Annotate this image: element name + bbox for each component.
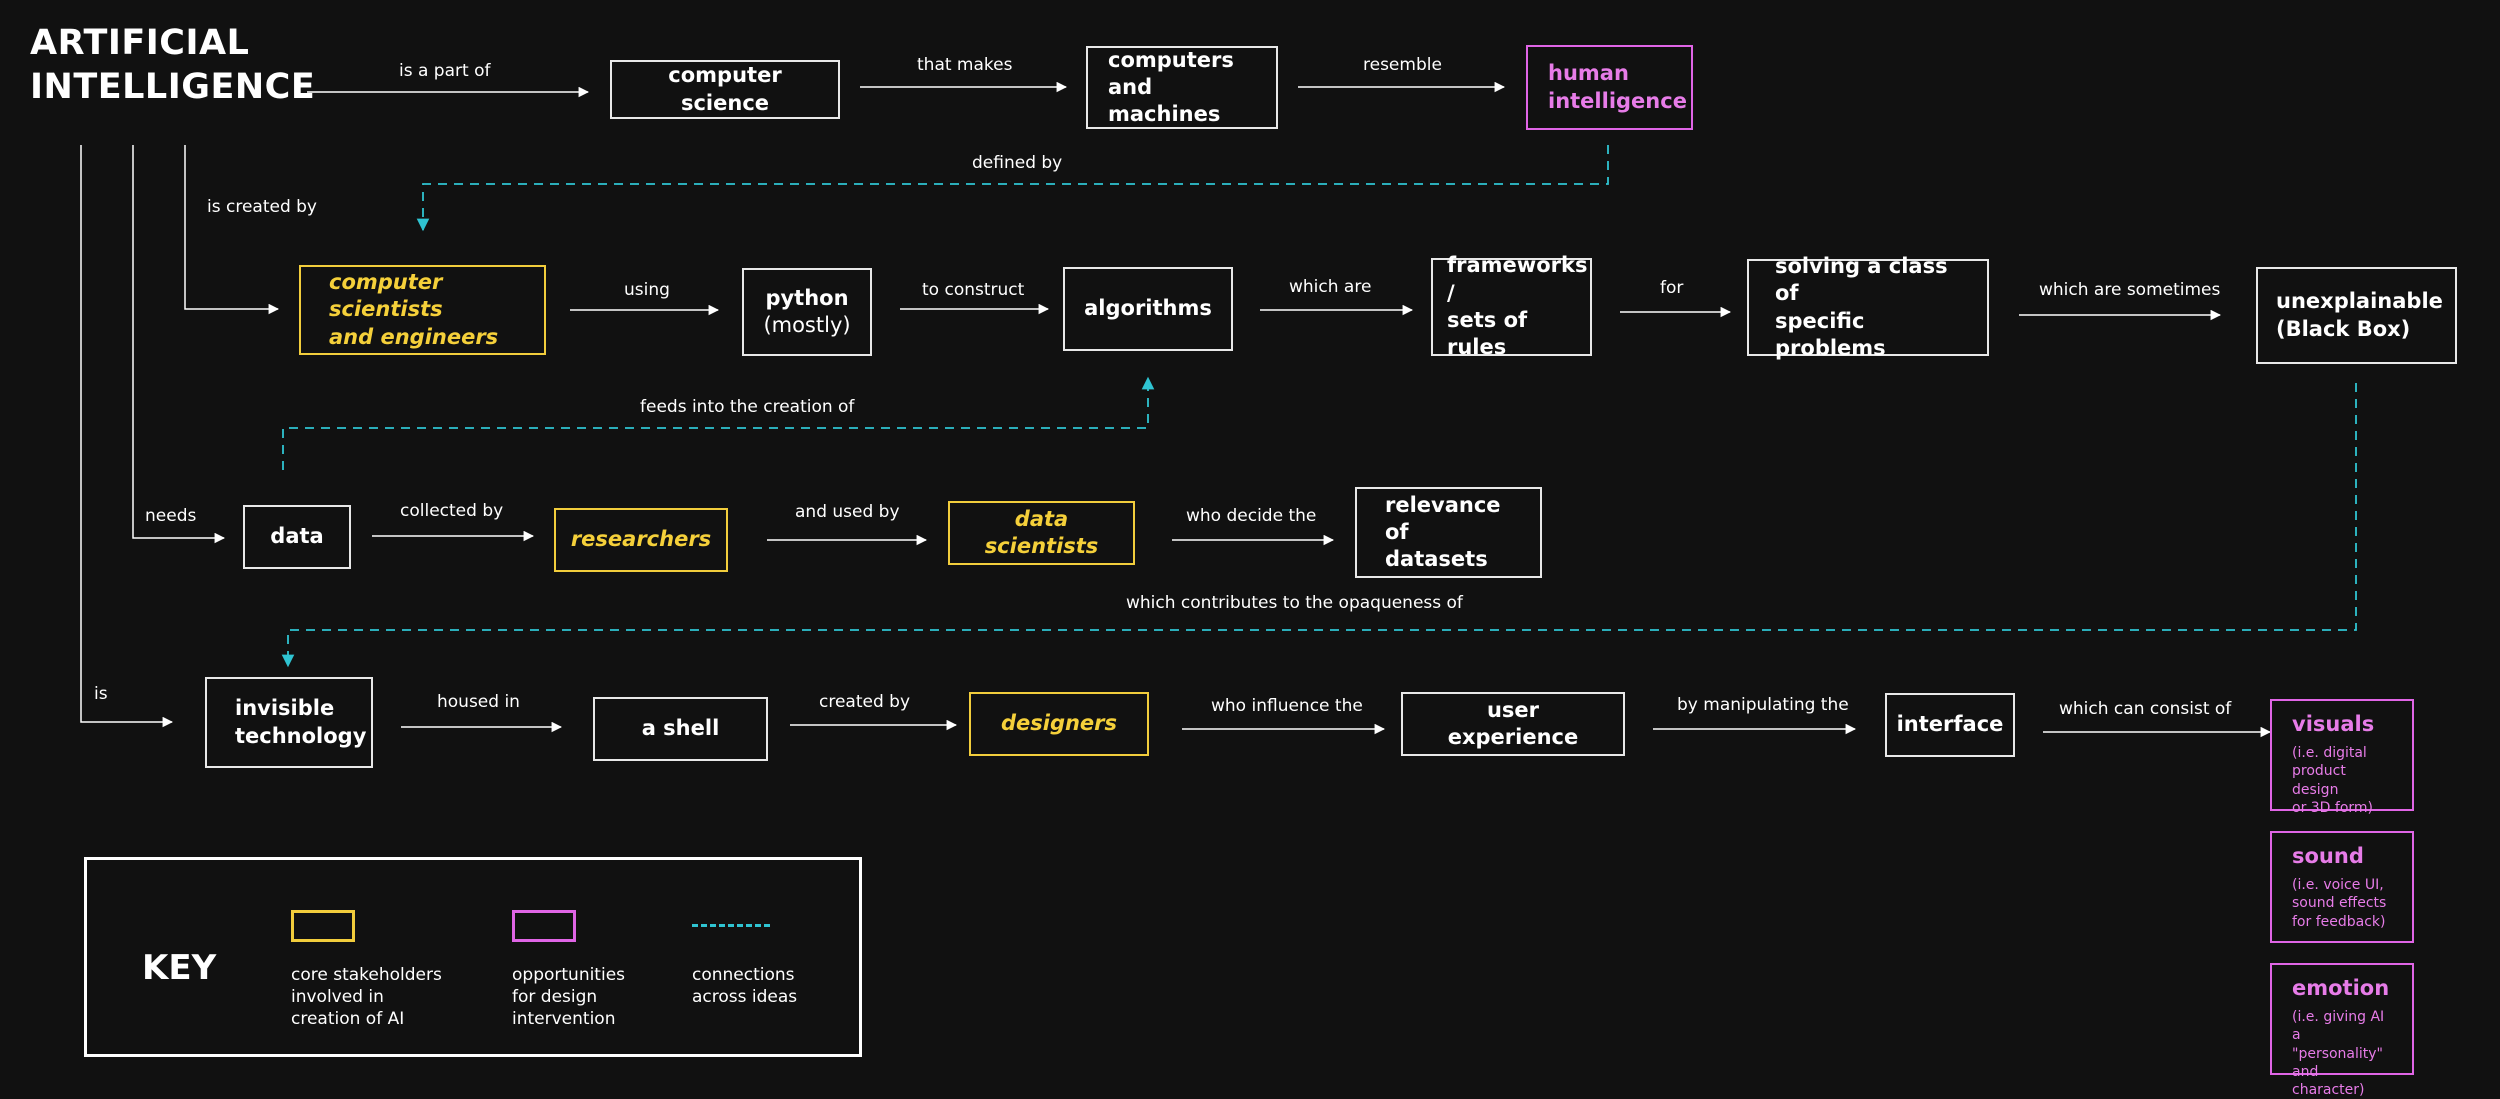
emotion-description: (i.e. giving AI a "personality" and char… — [2292, 1009, 2385, 1099]
dashed-feeds-into — [282, 376, 1155, 470]
arrow-is-created-by — [184, 145, 280, 315]
dashed-line-swatch — [692, 910, 770, 942]
node-frameworks: frameworks / sets of rules — [1431, 253, 1592, 359]
key-stakeholders-text: core stakeholders involved in creation o… — [291, 965, 442, 1030]
node-computer-scientists: computer scientists and engineers — [299, 265, 546, 355]
label-can-consist: which can consist of — [2059, 699, 2232, 719]
node-interface: interface — [1885, 693, 2015, 757]
label-housed-in: housed in — [437, 692, 520, 712]
node-solving-problems: solving a class of specific problems — [1747, 254, 1989, 360]
arrow-needs — [132, 145, 226, 544]
label-that-makes: that makes — [917, 55, 1013, 75]
key-item-connections: connections across ideas — [692, 910, 797, 1008]
label-using: using — [624, 280, 670, 300]
python-label: python — [765, 285, 849, 310]
yellow-swatch — [291, 910, 355, 942]
node-unexplainable: unexplainable (Black Box) — [2256, 267, 2457, 364]
label-is-part-of: is a part of — [399, 61, 491, 81]
diagram-title: ARTIFICIAL INTELLIGENCE — [30, 23, 316, 107]
node-computers-machines: computers and machines — [1086, 46, 1278, 129]
node-python: python (mostly) — [742, 268, 872, 356]
label-for: for — [1660, 278, 1684, 298]
key-connections-text: connections across ideas — [692, 965, 798, 1008]
key-title: KEY — [142, 948, 217, 988]
node-designers: designers — [969, 692, 1149, 756]
node-sound: sound (i.e. voice UI, sound effects for … — [2270, 831, 2414, 943]
node-invisible-technology: invisible technology — [205, 677, 373, 768]
label-collected-by: collected by — [400, 501, 504, 521]
emotion-label: emotion — [2292, 976, 2390, 1000]
sound-description: (i.e. voice UI, sound effects for feedba… — [2292, 877, 2387, 930]
label-resemble: resemble — [1363, 55, 1442, 75]
pink-swatch — [512, 910, 576, 942]
node-human-intelligence: human intelligence — [1526, 45, 1693, 130]
label-to-construct: to construct — [922, 280, 1025, 300]
node-visuals: visuals (i.e. digital product design or … — [2270, 699, 2414, 816]
visuals-description: (i.e. digital product design or 3D form) — [2292, 745, 2374, 816]
label-needs: needs — [145, 506, 197, 526]
node-computer-science: computer science — [610, 60, 840, 119]
sound-label: sound — [2292, 844, 2364, 868]
node-data: data — [243, 505, 351, 569]
label-defined-by: defined by — [972, 153, 1063, 173]
node-user-experience: user experience — [1401, 692, 1625, 756]
key-item-stakeholders: core stakeholders involved in creation o… — [291, 910, 442, 1030]
label-who-decide: who decide the — [1186, 506, 1317, 526]
legend-key: KEY core stakeholders involved in creati… — [84, 857, 862, 1057]
label-feeds-into: feeds into the creation of — [640, 397, 855, 417]
arrow-is — [80, 145, 174, 728]
node-data-scientists: data scientists — [948, 501, 1135, 565]
node-emotion: emotion (i.e. giving AI a "personality" … — [2270, 963, 2414, 1098]
label-is: is — [94, 684, 108, 704]
dashed-contributes — [281, 383, 2357, 668]
dashed-defined-by — [416, 145, 1609, 232]
label-which-are-sometimes: which are sometimes — [2039, 280, 2221, 300]
node-researchers: researchers — [554, 508, 728, 572]
node-relevance-datasets: relevance of datasets — [1355, 487, 1542, 578]
label-is-created-by: is created by — [207, 197, 317, 217]
key-opportunities-text: opportunities for design intervention — [512, 965, 626, 1030]
python-sub-label: (mostly) — [763, 313, 851, 337]
node-algorithms: algorithms — [1063, 267, 1233, 351]
node-shell: a shell — [593, 697, 768, 761]
label-created-by: created by — [819, 692, 911, 712]
label-who-influence: who influence the — [1211, 696, 1363, 716]
label-contributes: which contributes to the opaqueness of — [1126, 593, 1463, 613]
label-which-are: which are — [1289, 277, 1372, 297]
label-by-manipulating: by manipulating the — [1677, 695, 1849, 715]
visuals-label: visuals — [2292, 712, 2375, 736]
key-item-opportunities: opportunities for design intervention — [512, 910, 625, 1030]
label-and-used-by: and used by — [795, 502, 900, 522]
